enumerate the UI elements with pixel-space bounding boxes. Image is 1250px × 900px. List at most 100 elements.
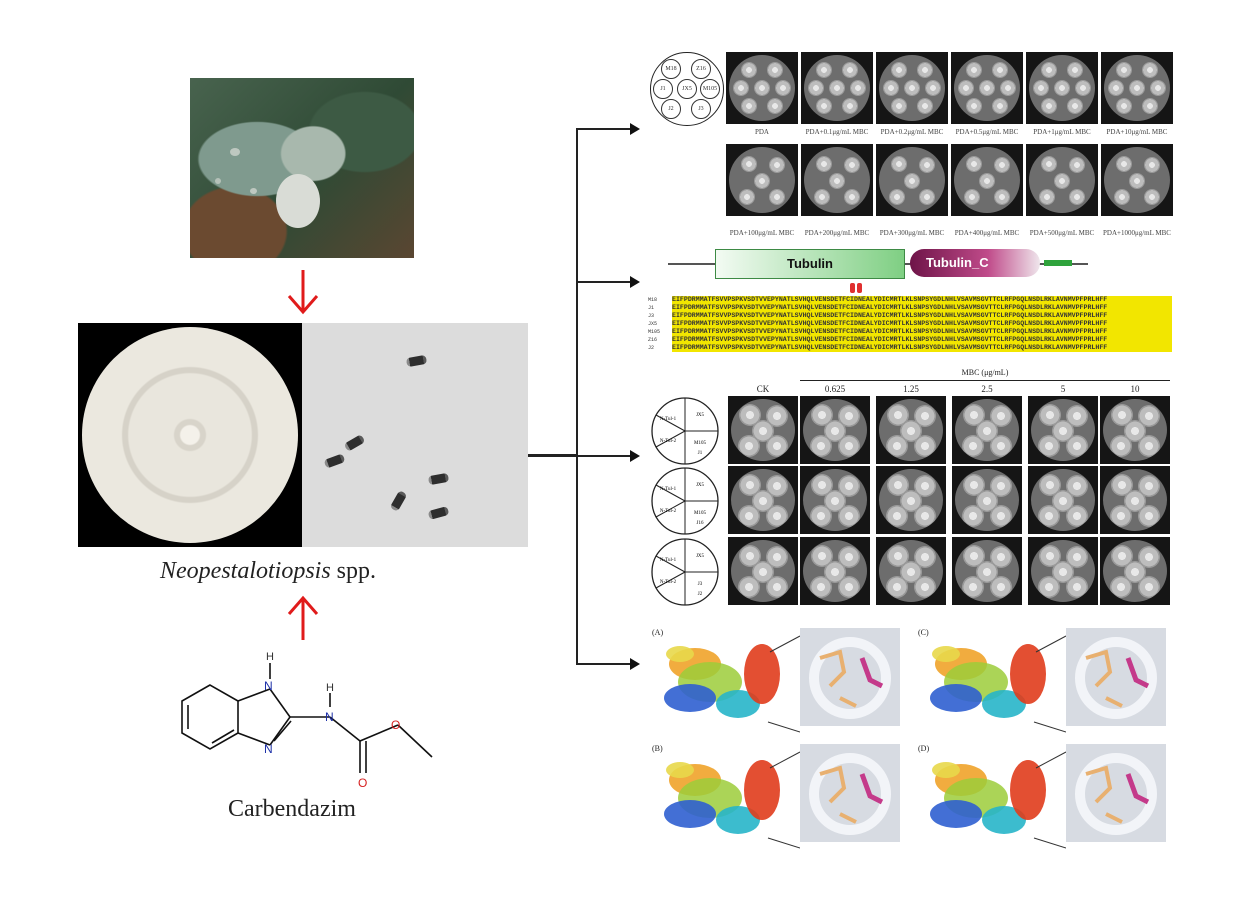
fungal-colony (979, 173, 995, 190)
fungal-colony (843, 189, 860, 206)
fungal-colony (740, 155, 757, 172)
fungal-colony (838, 505, 861, 528)
mbc-column-label: 5 (1060, 384, 1066, 394)
protein-ribbon-model (930, 751, 1066, 849)
fungal-colony (1115, 61, 1132, 78)
fungal-colony (766, 546, 789, 569)
strain-map-panel1: M18 Z16 J1 JX5 M105 J2 J3 (650, 52, 724, 126)
fungal-colony (1109, 576, 1132, 599)
fungal-colony (838, 405, 861, 428)
fungal-colony (809, 576, 832, 599)
fungal-colony (1037, 435, 1060, 458)
fungal-colony (990, 576, 1013, 599)
red-arrow-up (287, 595, 319, 640)
fungal-colony (768, 189, 785, 206)
fungal-colony (1054, 173, 1070, 190)
petri-plate (1028, 466, 1098, 534)
map-label: J1 (653, 79, 673, 99)
petri-plate (1026, 144, 1098, 216)
docking-panel-label: (A) (652, 628, 664, 637)
atom-o2: O (358, 776, 367, 790)
fungal-colony (1068, 189, 1085, 206)
fungal-colony (1124, 420, 1146, 443)
plate-caption: PDA+100μg/mL MBC (729, 229, 795, 237)
fungal-colony (732, 80, 749, 96)
fungal-colony (1114, 189, 1131, 206)
fungal-colony (1040, 61, 1057, 78)
fungal-colony (990, 505, 1013, 528)
fungal-colony (885, 505, 908, 528)
sector-label: JX5 (696, 413, 705, 418)
petri-plate (952, 396, 1022, 464)
fungal-colony (766, 435, 789, 458)
protein-ribbon-model (930, 635, 1066, 733)
sector-label: J3 (698, 582, 703, 587)
fungal-colony (1138, 435, 1161, 458)
fungal-colony (1039, 544, 1062, 567)
fungal-colony (961, 435, 984, 458)
petri-plate (728, 396, 798, 464)
sector-label: M105 (694, 511, 706, 516)
sector-label: JX5 (696, 483, 705, 488)
petri-plate (952, 466, 1022, 534)
fungal-colony (979, 80, 995, 96)
fungal-colony (1143, 157, 1160, 174)
fungal-colony (1111, 473, 1134, 496)
fungal-colony (976, 420, 998, 443)
petri-plate (1101, 52, 1173, 124)
fungal-colony (739, 403, 762, 426)
petri-plate (876, 52, 948, 124)
fungal-colony (993, 189, 1010, 206)
fungal-colony (1129, 173, 1145, 190)
fungal-colony (1124, 561, 1146, 584)
petri-plate (951, 52, 1023, 124)
fungal-colony (887, 403, 910, 426)
fungal-colony (1066, 435, 1089, 458)
fungal-colony (963, 403, 986, 426)
fungal-colony (1066, 505, 1089, 528)
fungal-colony (814, 189, 831, 206)
fungal-colony (885, 576, 908, 599)
atom-n3: N (325, 710, 334, 724)
petri-plate (801, 144, 873, 216)
fungal-colony (1039, 403, 1062, 426)
fungal-colony (768, 157, 785, 174)
fungal-colony (990, 405, 1013, 428)
fungal-colony (1142, 61, 1159, 78)
sector-label: JX5 (696, 554, 705, 559)
organism-suffix: spp. (330, 558, 377, 584)
sector-label: N-Tul-1 (660, 487, 677, 492)
fungal-colony (925, 80, 942, 96)
fungal-colony (739, 544, 762, 567)
fungal-colony (754, 173, 770, 190)
fungal-colony (737, 435, 760, 458)
fungal-colony (766, 576, 789, 599)
fungal-colony (992, 98, 1009, 115)
arrow-to-panel2 (630, 276, 640, 288)
fungal-colony (1143, 189, 1160, 206)
fungal-colony (824, 490, 846, 513)
fungal-colony (900, 561, 922, 584)
plate-caption: PDA+200μg/mL MBC (804, 229, 870, 237)
mbc-column-label: 10 (1130, 384, 1140, 394)
fungal-colony (1066, 405, 1089, 428)
fungal-colony (885, 435, 908, 458)
binding-site-closeup (1066, 744, 1166, 842)
sector-label: J2 (698, 592, 703, 597)
fungal-colony (961, 576, 984, 599)
fungal-culture-photo (78, 323, 302, 547)
petri-plate (876, 466, 946, 534)
mbc-column-label: 1.25 (903, 384, 919, 394)
petri-plate (800, 396, 870, 464)
docking-panel-label: (B) (652, 744, 663, 753)
connector-vertical (576, 128, 578, 664)
fungal-colony (963, 544, 986, 567)
fungal-colony (993, 157, 1010, 174)
sector-label: J1 (698, 451, 703, 456)
map-label: J3 (691, 99, 711, 119)
fungal-colony (809, 435, 832, 458)
seq-row: EIFPDRMMATFSVVPSPKVSDTVVEPYNATLSVHQLVENS… (672, 344, 1108, 351)
fungal-colony (1037, 576, 1060, 599)
plate-caption: PDA+10μg/mL MBC (1106, 128, 1168, 136)
fungal-colony (976, 490, 998, 513)
